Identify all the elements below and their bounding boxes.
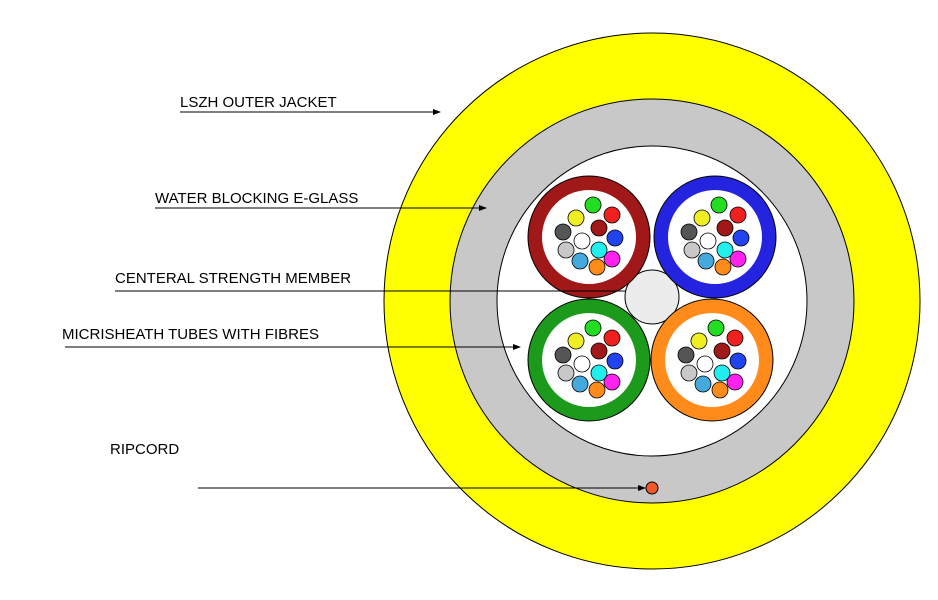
fibre (707, 319, 725, 337)
outer-jacket-arrowhead (433, 109, 441, 115)
microsheath-tube-red (527, 175, 651, 299)
fibre (603, 329, 621, 347)
ripcord-marker (645, 481, 659, 495)
fibre (677, 346, 695, 364)
fibre (590, 342, 608, 360)
fibre (567, 332, 585, 350)
fibre (554, 346, 572, 364)
microsheath-tube-orange (650, 298, 774, 422)
fibre (573, 232, 591, 250)
fibre (711, 381, 729, 399)
fibre (726, 329, 744, 347)
tube-outline (653, 175, 777, 299)
fibre (680, 364, 698, 382)
fibre (699, 232, 717, 250)
fibre (571, 375, 589, 393)
fibre (588, 258, 606, 276)
central-strength-member (624, 269, 680, 325)
fibre (584, 319, 602, 337)
fibre (716, 219, 734, 237)
fibre (557, 364, 575, 382)
microsheath-tube-green (527, 298, 651, 422)
fibre (571, 252, 589, 270)
fibre (713, 364, 731, 382)
fibre (606, 352, 624, 370)
fibre (729, 250, 747, 268)
fibre (567, 209, 585, 227)
fibre (683, 241, 701, 259)
strength-member-label: CENTERAL STRENGTH MEMBER (115, 270, 351, 287)
fibre (729, 206, 747, 224)
fibre (606, 229, 624, 247)
fibre (680, 223, 698, 241)
fibre (584, 196, 602, 214)
fibre (696, 355, 714, 373)
microsheath-tube-blue (653, 175, 777, 299)
fibre (732, 229, 750, 247)
fibre (693, 209, 711, 227)
fibre (697, 252, 715, 270)
tube-outline (527, 298, 651, 422)
fibre (590, 364, 608, 382)
fibre (554, 223, 572, 241)
fibre (690, 332, 708, 350)
fibre (694, 375, 712, 393)
fibre (713, 342, 731, 360)
water-blocking-label: WATER BLOCKING E-GLASS (155, 190, 358, 207)
ripcord-label: RIPCORD (110, 441, 179, 458)
tubes-arrowhead (513, 344, 521, 350)
fibre (603, 206, 621, 224)
fibre (590, 219, 608, 237)
tube-outline (650, 298, 774, 422)
ripcord-arrowhead (638, 485, 646, 491)
fibre (603, 250, 621, 268)
tubes-label: MICRISHEATH TUBES WITH FIBRES (62, 326, 319, 343)
fibre (603, 373, 621, 391)
fibre (716, 241, 734, 259)
fibre (557, 241, 575, 259)
outer-jacket-label: LSZH OUTER JACKET (180, 94, 337, 111)
fibre (573, 355, 591, 373)
fibre (710, 196, 728, 214)
fibre (714, 258, 732, 276)
fibre (729, 352, 747, 370)
fibre (726, 373, 744, 391)
fibre (590, 241, 608, 259)
water-blocking-arrowhead (479, 205, 487, 211)
tube-outline (527, 175, 651, 299)
fibre (588, 381, 606, 399)
